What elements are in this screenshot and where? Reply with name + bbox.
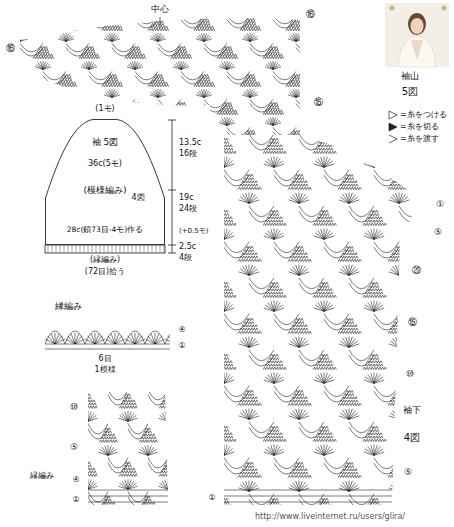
model-photo	[385, 3, 449, 67]
hatch-stroke	[72, 245, 73, 253]
center-mark	[160, 17, 161, 26]
row-number: ①	[71, 496, 80, 505]
legend-item: =糸を切る	[400, 121, 439, 132]
hatch-stroke	[108, 245, 109, 253]
row-number: ⑤	[403, 468, 413, 478]
dimension-label: 19c	[178, 194, 195, 203]
row-number: ⑩	[69, 403, 79, 413]
hatch-stroke	[164, 245, 165, 253]
hatch-stroke	[124, 245, 125, 253]
part-label: (縁編み)	[89, 256, 121, 265]
dimension-label: (+0.5モ)	[178, 228, 209, 236]
hatch-stroke	[48, 245, 49, 253]
hatch-stroke	[120, 245, 121, 253]
legend-text: =糸を渡す	[400, 133, 439, 144]
dimension-label: 16段	[178, 150, 198, 159]
row-number: ①	[207, 494, 216, 503]
body-chart	[149, 134, 454, 527]
hatch-stroke	[112, 245, 113, 253]
hatch-stroke	[132, 245, 133, 253]
dimension-label: 4段	[178, 254, 193, 263]
dimension-label: 28c(鎖73目-4モ)作る	[66, 226, 145, 234]
row-number: ⑯	[305, 10, 316, 20]
hatch-stroke	[96, 245, 97, 253]
dimension-label: 13.5c	[178, 139, 202, 148]
row-number: ⑮	[407, 318, 418, 328]
part-title: 袖 5図	[45, 138, 165, 148]
hatch-stroke	[56, 245, 57, 253]
dimension-label: 24段	[178, 205, 198, 214]
legend-item: =糸を渡す	[400, 133, 439, 144]
dimension-label: 1模様	[93, 366, 116, 375]
dimension-label: 2.5c	[178, 243, 197, 252]
dimension-label: 6目	[97, 355, 112, 364]
hatch-stroke	[88, 245, 89, 253]
hatch-stroke	[68, 245, 69, 253]
hatch-stroke	[148, 245, 149, 253]
dimension-label: 5図	[401, 86, 419, 97]
legend-item: =糸をつける	[400, 109, 447, 120]
row-number: ⑤	[69, 443, 79, 453]
legend-text: =糸を切る	[400, 121, 439, 132]
row-number: ⑩	[405, 370, 415, 380]
dimension-label: 36c(5モ)	[87, 160, 123, 169]
dimension-label: (72目)拾う	[84, 268, 126, 277]
hatch-stroke	[92, 245, 93, 253]
row-number: ⑤	[433, 228, 443, 238]
band-hatch	[48, 245, 164, 253]
hatch-stroke	[116, 245, 117, 253]
part-label: 縁編み	[54, 302, 83, 312]
legend-text: =糸をつける	[400, 109, 447, 120]
hatch-stroke	[52, 245, 53, 253]
edging-chart	[45, 331, 170, 344]
hatch-stroke	[60, 245, 61, 253]
hatch-stroke	[84, 245, 85, 253]
stitch-name: (模様編み)	[45, 186, 165, 196]
hatch-stroke	[140, 245, 141, 253]
row-number: ⑮	[313, 98, 324, 108]
cuff-rows	[45, 344, 392, 502]
hatch-stroke	[136, 245, 137, 253]
hatch-stroke	[128, 245, 129, 253]
hatch-stroke	[104, 245, 105, 253]
row-number: ①	[177, 342, 186, 351]
dimension-label: 4図	[403, 432, 421, 443]
schematic-extras	[45, 120, 176, 253]
hatch-stroke	[100, 245, 101, 253]
cap-chart	[0, 15, 422, 153]
hatch-stroke	[156, 245, 157, 253]
part-label: 中心	[150, 5, 170, 15]
hatch-stroke	[152, 245, 153, 253]
row-number: ④	[71, 476, 80, 485]
hatch-stroke	[80, 245, 81, 253]
part-label: 縁編み	[29, 472, 55, 481]
row-number: ④	[177, 326, 186, 335]
dimension-label: 4図	[130, 194, 145, 203]
legend-symbols	[389, 111, 397, 143]
cuff-chart	[28, 390, 238, 524]
hatch-stroke	[76, 245, 77, 253]
row-number: ①	[435, 200, 445, 210]
part-label: 袖山	[400, 72, 420, 82]
watermark: http://www.liveinternet.ru/users/glira/	[254, 513, 406, 522]
dimension-label: (1モ)	[94, 105, 115, 114]
hatch-stroke	[144, 245, 145, 253]
schematic-path	[46, 120, 165, 245]
hatch-stroke	[160, 245, 161, 253]
part-label: 袖下	[402, 406, 422, 416]
hatch-stroke	[64, 245, 65, 253]
row-number: ⑳	[411, 266, 422, 276]
row-number: ⑯	[5, 44, 16, 54]
